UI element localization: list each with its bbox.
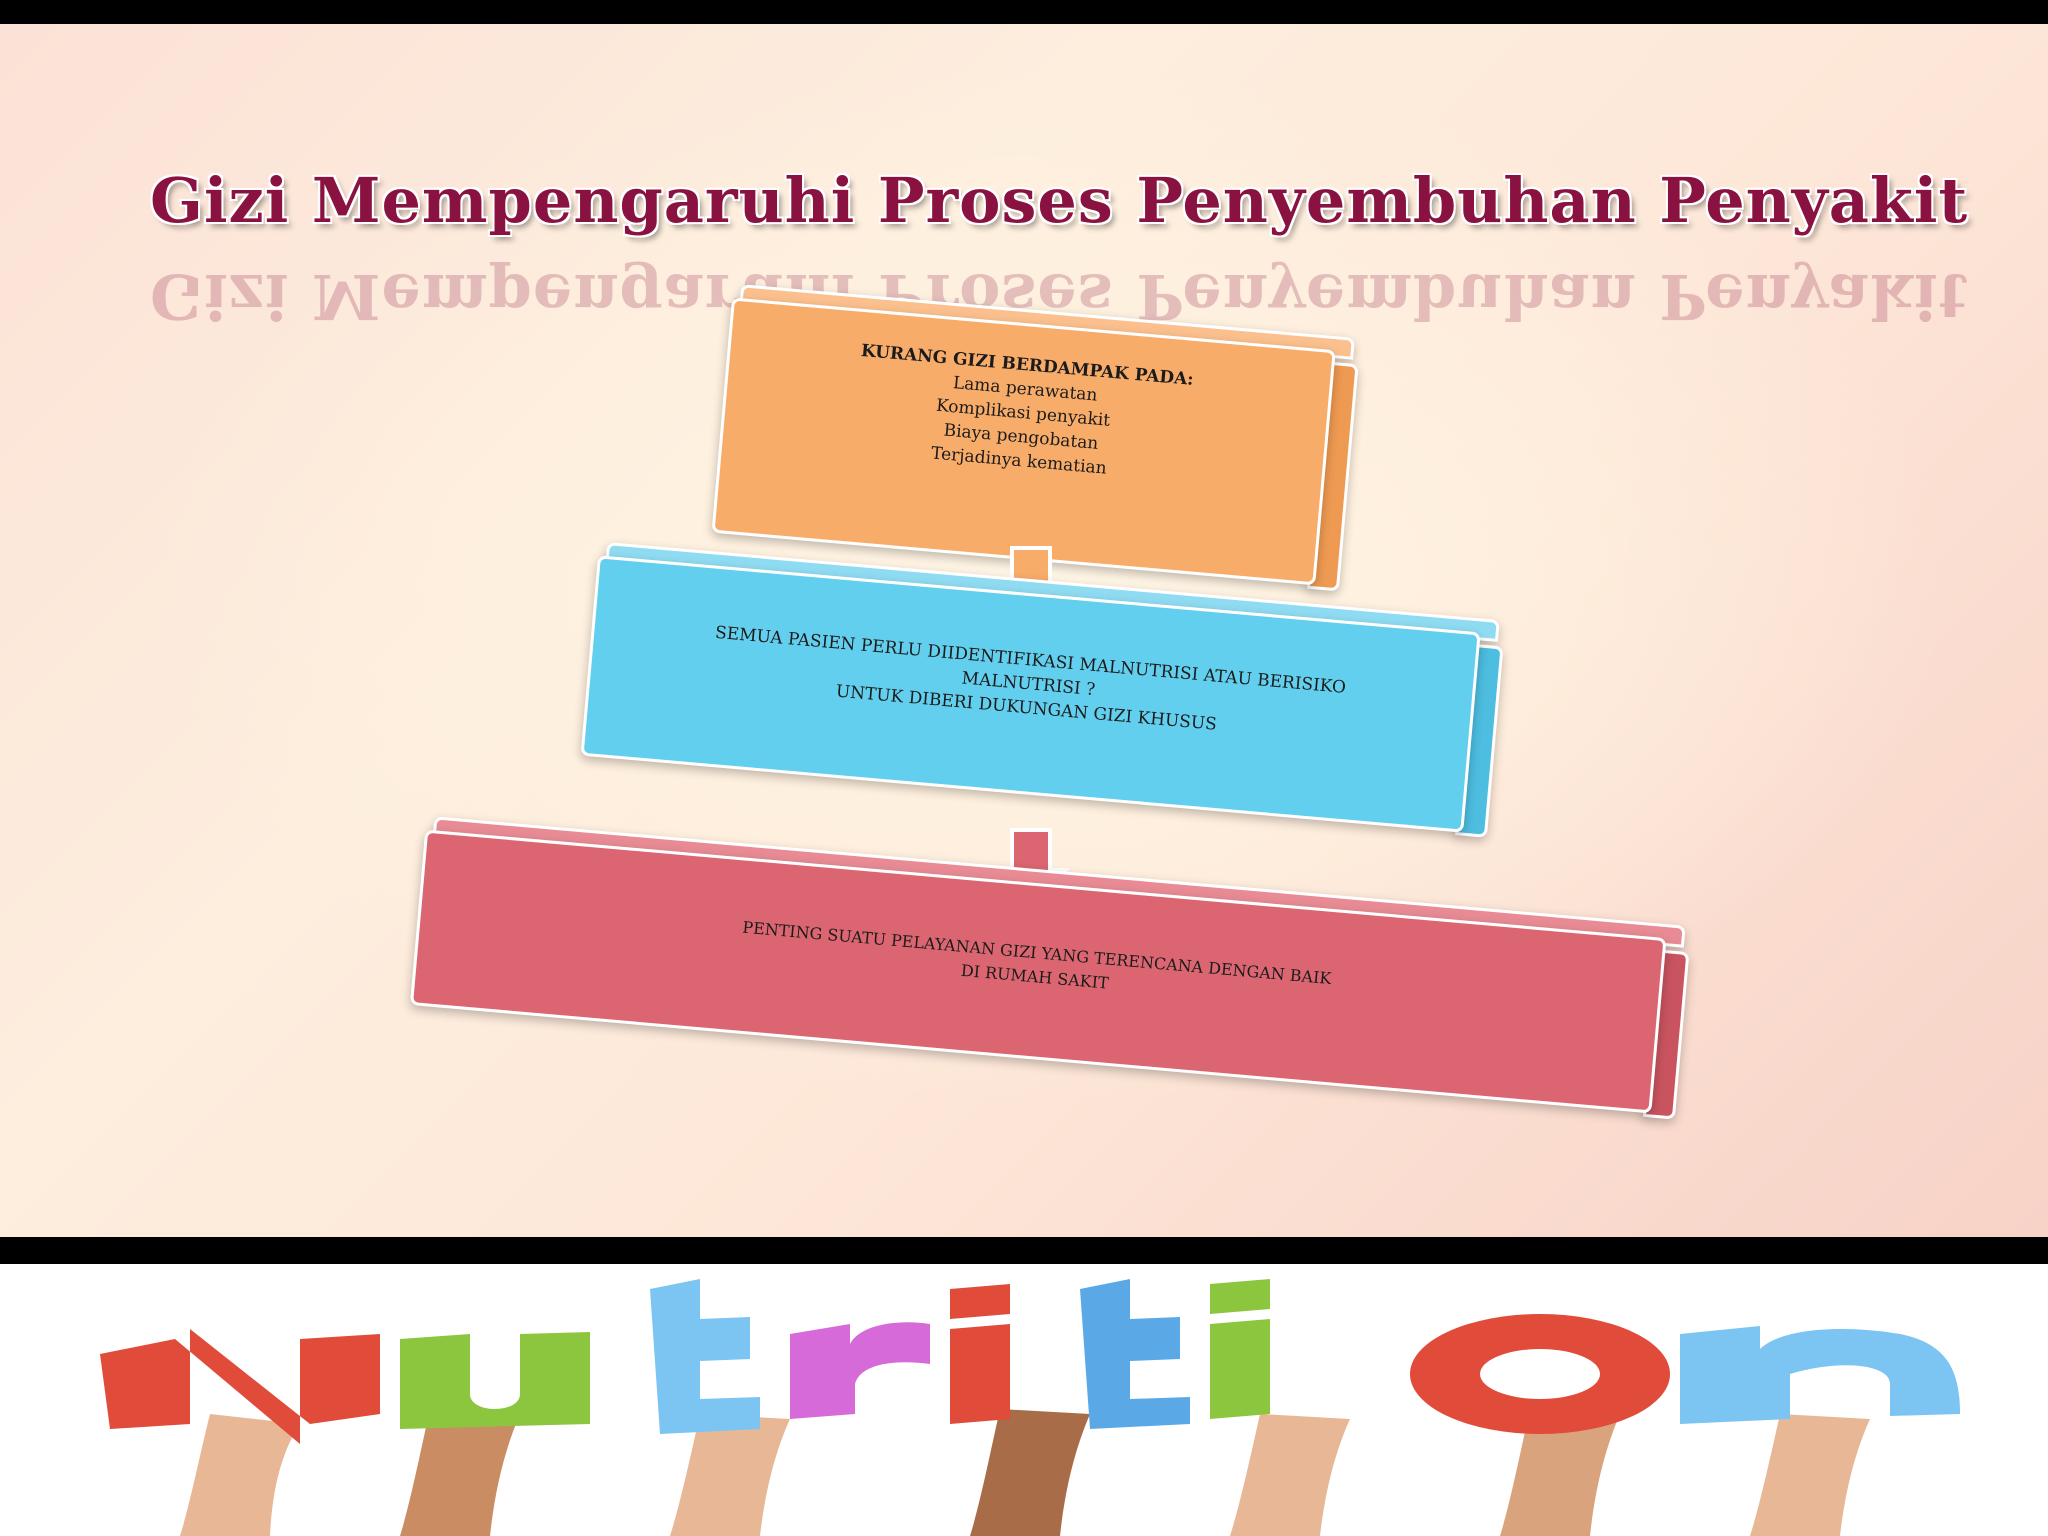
slide-title: Gizi Mempengaruhi Proses Penyembuhan Pen… — [150, 164, 1969, 237]
middle-divider-bar — [0, 1237, 2048, 1264]
top-letterbox — [0, 0, 2048, 24]
slide: Gizi Mempengaruhi Proses Penyembuhan Pen… — [0, 24, 2048, 1237]
step-box-service: PENTING SUATU PELAYANAN GIZI YANG TERENC… — [404, 816, 1690, 1189]
nutrition-illustration — [100, 1279, 1960, 1536]
nutrition-letters — [100, 1279, 1960, 1444]
nutrition-banner — [0, 1264, 2048, 1536]
hands-illustration — [180, 1409, 1870, 1536]
